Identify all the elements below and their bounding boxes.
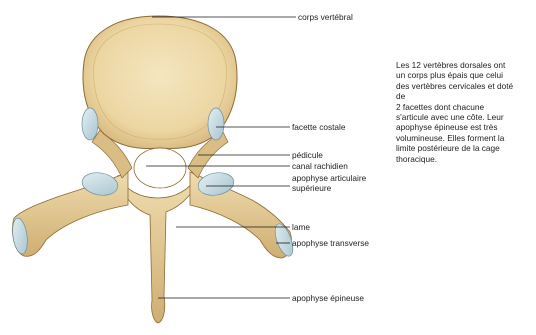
label-lame: lame xyxy=(292,222,310,232)
description-text: Les 12 vertèbres dorsales ont un corps p… xyxy=(396,60,534,164)
label-apophyse-transverse: apophyse transverse xyxy=(292,238,369,248)
label-facette-costale: facette costale xyxy=(292,122,346,132)
label-apophyse-articulaire: apophyse articulaire supérieure xyxy=(292,173,366,193)
left-costal-facet xyxy=(82,108,98,140)
label-corps-vertebral: corps vertébral xyxy=(298,12,353,22)
lamina-shape xyxy=(118,175,198,323)
label-apophyse-epineuse: apophyse épineuse xyxy=(292,293,364,303)
right-costal-facet xyxy=(208,108,224,140)
label-canal-rachidien: canal rachidien xyxy=(292,161,348,171)
vertebral-canal xyxy=(134,148,186,188)
label-pedicule: pédicule xyxy=(292,150,323,160)
